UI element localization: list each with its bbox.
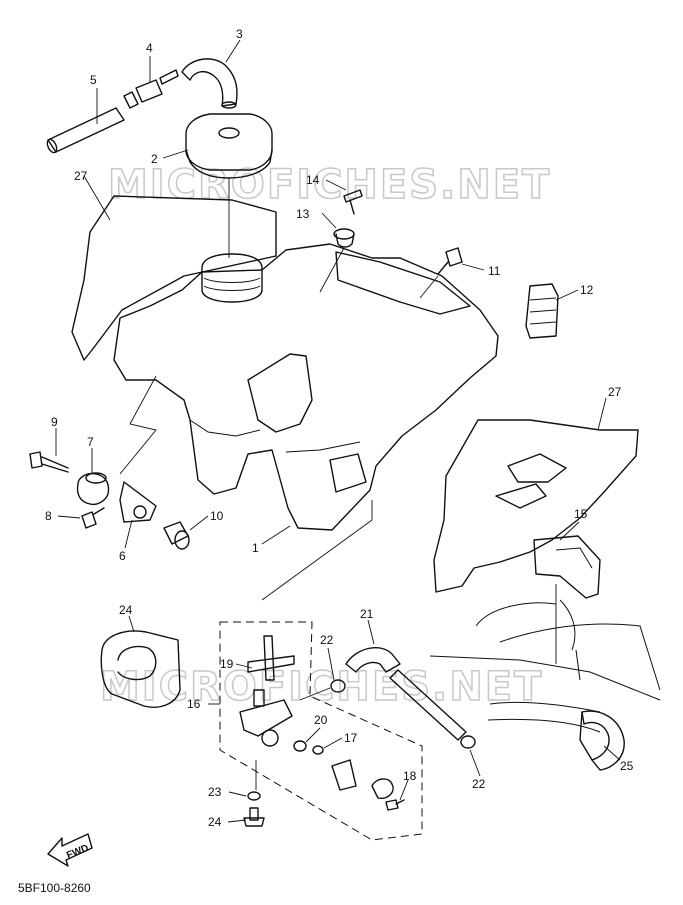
label-p8: 8	[45, 509, 52, 523]
diagram-code: 5BF100-8260	[18, 881, 91, 895]
label-p19: 19	[220, 657, 234, 671]
part-hose-clip-upper[interactable]	[330, 679, 346, 693]
label-p23: 23	[208, 785, 222, 799]
part-fuel-cock[interactable]	[239, 689, 293, 747]
leader-lines	[55, 39, 621, 823]
part-band-clip[interactable]	[525, 283, 559, 339]
fwd-arrow-icon: FWD	[47, 833, 93, 867]
watermark-bottom: MICROFICHES.NET	[100, 664, 543, 710]
fuel-cock-group-outline	[219, 621, 423, 841]
part-bolt-long[interactable]	[29, 451, 69, 473]
label-p15: 15	[574, 507, 588, 521]
part-cap[interactable]	[293, 740, 307, 752]
label-p21: 21	[360, 607, 374, 621]
part-screw[interactable]	[343, 189, 363, 215]
part-labels: 3 4 5 2 27 14 13 11 12 27 15 9 7 8 6 10 …	[45, 27, 634, 829]
part-breather-hose[interactable]	[181, 58, 238, 109]
part-hose-clip-lower[interactable]	[460, 735, 476, 749]
part-lever[interactable]	[331, 759, 357, 791]
part-damper[interactable]	[76, 472, 110, 506]
part-bolt[interactable]	[81, 507, 105, 529]
label-p26: 25	[620, 759, 634, 773]
label-p13: 13	[296, 207, 310, 221]
label-p1: 1	[252, 541, 259, 555]
part-o-ring[interactable]	[312, 745, 324, 755]
part-check-valve[interactable]	[123, 69, 179, 109]
label-p27b: 27	[608, 385, 622, 399]
part-fuel-cap[interactable]	[185, 113, 273, 179]
part-collar-top[interactable]	[333, 228, 355, 248]
watermark-top: MICROFICHES.NET	[108, 162, 551, 208]
part-breather-pipe[interactable]	[45, 107, 125, 154]
label-p25: 24	[119, 603, 133, 617]
part-graphic-right[interactable]	[433, 419, 639, 593]
label-p17: 17	[344, 731, 358, 745]
part-protector[interactable]	[100, 630, 181, 708]
part-stay-bracket[interactable]	[119, 481, 157, 523]
part-washer[interactable]	[247, 791, 261, 801]
label-p3: 3	[236, 27, 243, 41]
part-fuel-hose[interactable]	[345, 646, 467, 741]
label-p6: 6	[119, 549, 126, 563]
part-screw-cock[interactable]	[385, 799, 405, 811]
part-collar[interactable]	[163, 521, 190, 550]
part-drain-bolt[interactable]	[243, 807, 265, 827]
label-p27a: 27	[74, 169, 88, 183]
frame-background	[429, 599, 661, 733]
label-p12: 12	[580, 283, 594, 297]
part-cock-plate[interactable]	[371, 778, 394, 799]
label-p22b: 22	[472, 777, 486, 791]
label-p18: 18	[403, 769, 417, 783]
part-fuel-tank[interactable]	[113, 243, 499, 531]
part-holder-clamp[interactable]	[579, 710, 625, 771]
part-bolt-rear[interactable]	[437, 247, 463, 275]
label-p20: 20	[314, 713, 328, 727]
label-p16: 16	[187, 697, 201, 711]
label-p2: 2	[151, 152, 158, 166]
label-p10: 10	[210, 509, 224, 523]
label-p9: 9	[51, 415, 58, 429]
part-clip-bracket[interactable]	[533, 535, 601, 599]
label-p11: 11	[488, 264, 501, 278]
part-graphic-left[interactable]	[71, 195, 277, 361]
label-p14: 14	[306, 173, 320, 187]
label-p22a: 22	[320, 633, 334, 647]
part-strainer[interactable]	[247, 635, 295, 681]
label-p24: 24	[208, 815, 222, 829]
label-p4: 4	[146, 41, 153, 55]
label-p5: 5	[90, 73, 97, 87]
label-p7: 7	[87, 435, 94, 449]
